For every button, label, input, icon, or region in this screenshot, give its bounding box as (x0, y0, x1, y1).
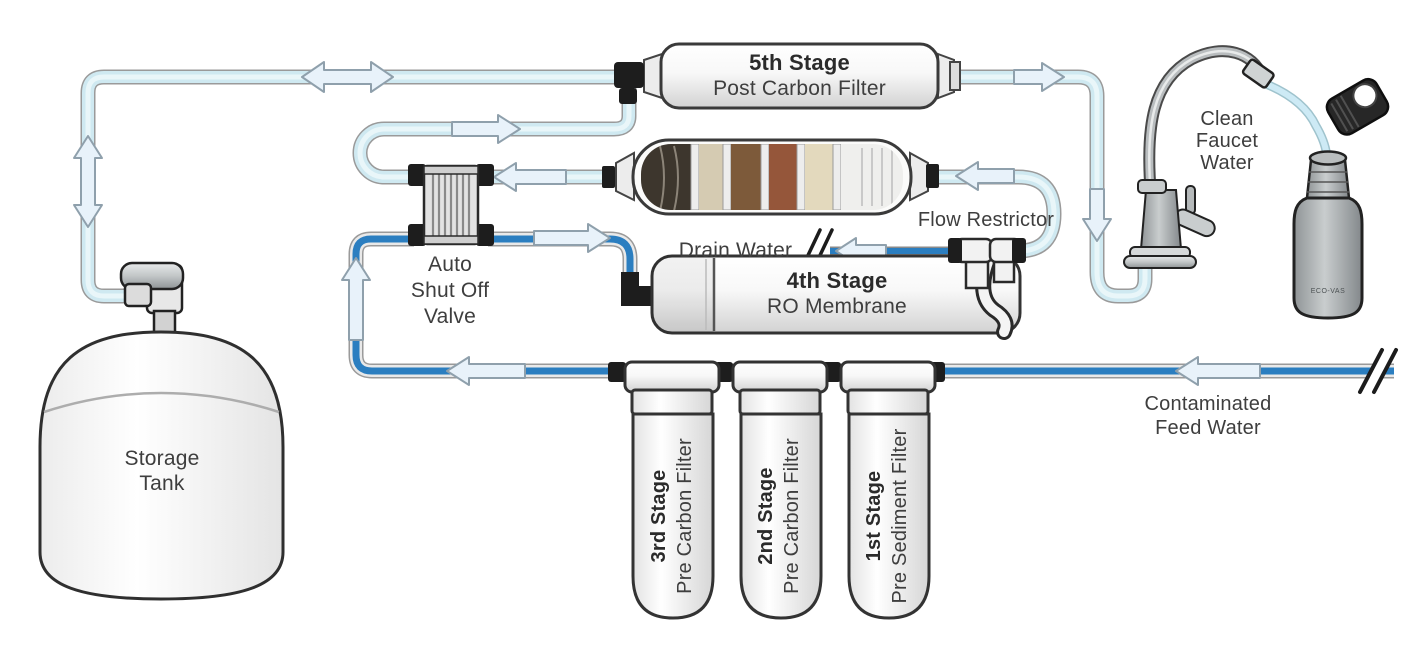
tee-fitting (619, 88, 637, 104)
faucet-spout-tip (1241, 58, 1275, 89)
flow-arrow (533, 223, 611, 253)
tank-valve-inlet (123, 282, 153, 308)
storage-tank-label: Storage Tank (124, 447, 200, 495)
contaminated-feed-water-label: Contaminated Feed Water (1144, 393, 1272, 439)
ro-membrane-label: 4th Stage RO Membrane (692, 268, 982, 320)
faucet-collar (1137, 179, 1167, 194)
flow-arrow (446, 356, 526, 386)
flow-arrow (341, 257, 371, 341)
bottle-cap (1325, 77, 1390, 136)
flow-restrictor-label: Flow Restrictor (917, 209, 1055, 231)
faucet (1123, 45, 1275, 269)
ro-membrane-4th-stage (621, 237, 1026, 340)
water-bottle (1292, 150, 1364, 320)
bottle-mouth (1308, 150, 1348, 166)
elbow-fitting (621, 272, 657, 306)
tee-fitting (614, 62, 644, 88)
pre-carbon-filter-2nd-label: 2nd Stage Pre Carbon Filter (755, 438, 803, 594)
filter-media-segments (641, 144, 903, 210)
flow-arrow (493, 162, 567, 192)
stage5-name: Post Carbon Filter (713, 77, 886, 100)
storage-tank (38, 261, 285, 601)
flow-arrow-bidirectional (73, 135, 103, 228)
drain-water-label: Drain Water (678, 239, 793, 262)
pre-filters (608, 360, 945, 620)
flow-arrow (451, 114, 521, 144)
pre-sediment-filter-1st-label: 1st Stage Pre Sediment Filter (863, 428, 911, 604)
faucet-column (1139, 189, 1183, 250)
post-carbon-filter-5th-stage (614, 42, 961, 110)
stage4-name: RO Membrane (767, 295, 907, 318)
flow-arrow (1013, 62, 1065, 92)
stage4-title: 4th Stage (786, 268, 888, 293)
flow-arrow (1175, 356, 1261, 386)
water-stream (1256, 77, 1332, 163)
flow-restrictor-fitting (948, 237, 1026, 340)
flow-arrow (955, 161, 1015, 191)
flow-arrow-bidirectional (301, 61, 394, 93)
clean-faucet-water-label: Clean Faucet Water (1195, 108, 1259, 174)
post-carbon-filter-label: 5th Stage Post Carbon Filter (661, 50, 938, 102)
bottle-body (1292, 196, 1364, 320)
cap-hole (1352, 83, 1378, 109)
pre-carbon-filter-3rd-label: 3rd Stage Pre Carbon Filter (648, 438, 696, 594)
auto-shut-off-valve-label: Auto Shut Off Valve (410, 253, 490, 328)
inline-media-filter (602, 138, 939, 216)
tank-seam (43, 391, 280, 414)
bottle-brand-label: ECO-VAS (1310, 288, 1346, 295)
flow-arrows (73, 61, 1261, 386)
feed-break-icon (1358, 348, 1398, 394)
clean-water-pipes (80, 69, 1153, 304)
stage5-title: 5th Stage (749, 50, 850, 75)
auto-shut-off-valve (408, 164, 494, 246)
flow-arrow (1082, 188, 1112, 242)
